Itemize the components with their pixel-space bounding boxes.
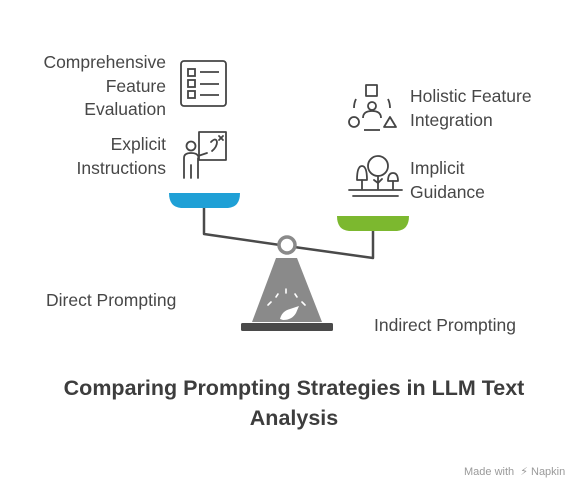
scale-base xyxy=(252,258,322,322)
scale-foot xyxy=(241,323,333,331)
title-line: Analysis xyxy=(249,406,339,430)
left-pan xyxy=(169,193,240,208)
credit-text: Made with xyxy=(464,466,515,478)
comprehensive-feature-evaluation-label: Comprehensive Feature Evaluation xyxy=(20,51,166,122)
checklist-icon xyxy=(180,60,227,107)
trees-landscape-icon xyxy=(348,155,403,197)
right-pan xyxy=(337,216,409,231)
napkin-logo-icon: ⚡ xyxy=(520,466,528,478)
direct-prompting-label: Direct Prompting xyxy=(46,290,177,310)
label-line: Feature xyxy=(105,75,166,96)
made-with-credit: Made with ⚡ Napkin xyxy=(464,465,565,478)
indirect-prompting-label: Indirect Prompting xyxy=(374,315,517,335)
title-line: Comparing Prompting Strategies in LLM Te… xyxy=(63,376,525,400)
explicit-instructions-label: Explicit Instructions xyxy=(20,133,166,180)
label-line: Instructions xyxy=(76,157,166,178)
scale-pivot xyxy=(277,235,297,255)
gauge-icon xyxy=(267,288,306,320)
shapes-person-icon xyxy=(348,84,397,131)
label-line: Holistic Feature xyxy=(410,86,532,106)
label-line: Evaluation xyxy=(84,99,166,119)
label-line: Integration xyxy=(410,109,493,130)
label-line: Implicit xyxy=(410,158,465,178)
diagram-title: Comparing Prompting Strategies in LLM Te… xyxy=(0,373,588,433)
implicit-guidance-label: Implicit Guidance xyxy=(410,157,485,204)
label-line: Guidance xyxy=(410,181,485,202)
holistic-feature-integration-label: Holistic Feature Integration xyxy=(410,85,532,132)
credit-brand: Napkin xyxy=(531,466,566,478)
teacher-board-icon xyxy=(183,131,227,179)
label-line: Explicit xyxy=(110,134,166,154)
label-line: Comprehensive xyxy=(43,52,166,72)
